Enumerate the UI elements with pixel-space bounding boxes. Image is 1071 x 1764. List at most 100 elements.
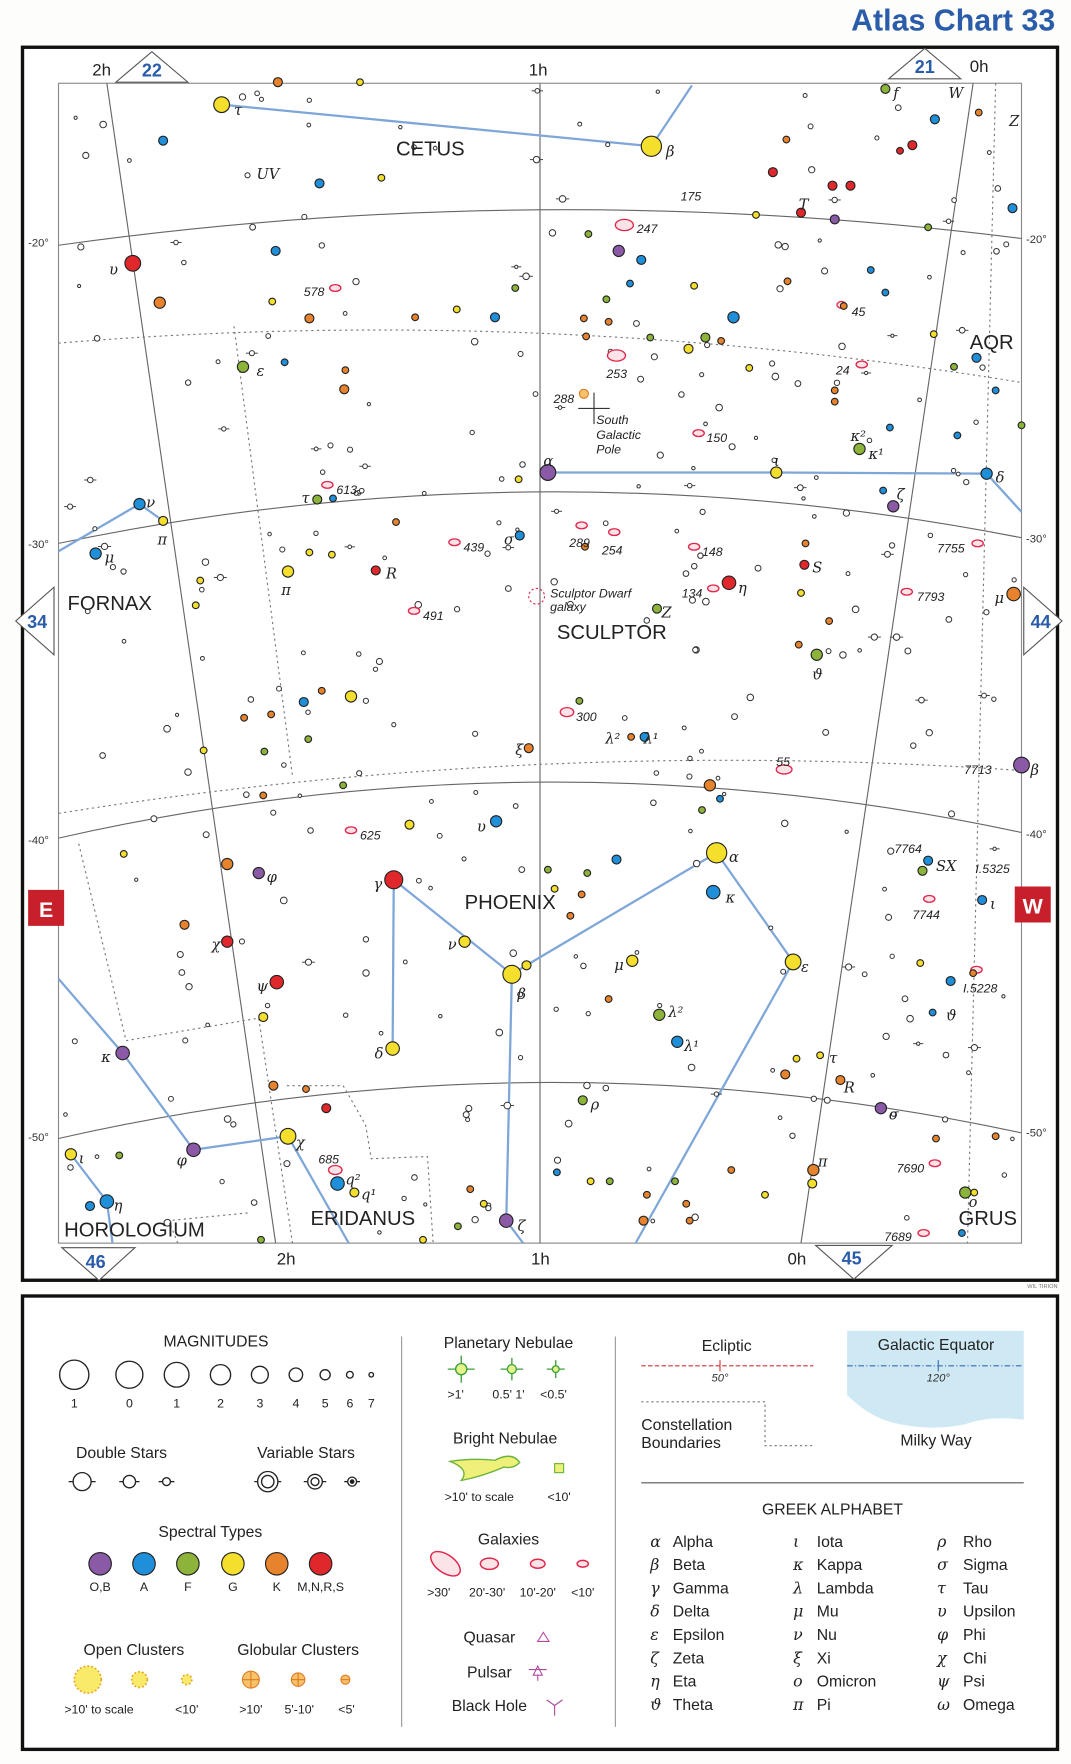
greek-letter-name: Psi	[963, 1674, 985, 1691]
star	[305, 548, 314, 557]
faint-star	[715, 775, 721, 781]
faint-star	[243, 791, 250, 798]
faint-star	[377, 1230, 382, 1235]
star	[780, 1069, 791, 1080]
double-star-symbols	[68, 1471, 175, 1492]
faint-star	[327, 442, 334, 449]
faint-star	[342, 1012, 349, 1018]
faint-star	[810, 1095, 818, 1102]
west-marker	[1014, 886, 1051, 923]
magnitude-circle	[115, 1360, 144, 1389]
faint-star	[927, 274, 932, 280]
greek-letter-name: Zeta	[673, 1650, 705, 1667]
faint-star	[230, 1121, 237, 1128]
star	[240, 713, 249, 722]
west-label: W	[1023, 895, 1044, 919]
star-label: χ	[295, 1135, 306, 1152]
east-marker	[28, 889, 65, 926]
star	[115, 1045, 130, 1061]
faint-star	[471, 1215, 479, 1224]
chart-ref-21-link[interactable]: 21	[887, 47, 963, 80]
greek-letter-name: Rho	[963, 1534, 992, 1551]
faint-star	[484, 550, 491, 557]
faint-star	[245, 350, 258, 357]
magnitude-circle	[368, 1371, 375, 1378]
object-label: Sculptor Dwarf	[550, 586, 633, 600]
star-label: μ	[995, 590, 1005, 607]
star	[267, 710, 276, 719]
faint-star	[769, 360, 776, 367]
star	[807, 1178, 818, 1189]
faint-star	[822, 728, 830, 736]
faint-star	[223, 1115, 232, 1123]
faint-star	[258, 96, 265, 102]
faint-star	[993, 247, 1000, 255]
star	[552, 1168, 561, 1177]
star	[839, 302, 848, 310]
greek-letter-name: Pi	[817, 1697, 831, 1714]
faint-star	[401, 1195, 407, 1202]
faint-star	[517, 350, 524, 357]
constellation-horologium: HOROLOGIUM	[64, 1219, 205, 1241]
star	[929, 330, 938, 339]
planetary-nebula-label: >1'	[447, 1387, 463, 1401]
faint-star	[768, 925, 774, 931]
greek-letter-name: Xi	[817, 1650, 831, 1667]
dec-label-right-minus30: -30°	[1026, 533, 1047, 545]
galaxy-marker	[917, 1228, 930, 1238]
greek-letter-symbol: ρ	[936, 1532, 947, 1551]
faint-star	[531, 88, 543, 94]
star	[957, 1229, 966, 1237]
spectral-type-swatch	[176, 1551, 200, 1576]
star	[945, 975, 956, 987]
object-label: 288	[553, 392, 575, 406]
greek-letter-symbol: σ	[937, 1555, 949, 1574]
star-label: λ²	[667, 1004, 683, 1021]
star	[586, 1177, 595, 1186]
constellation-boundaries	[58, 83, 1022, 1244]
star-label: π	[157, 532, 168, 549]
faint-star	[77, 283, 82, 289]
star	[611, 854, 622, 865]
star	[698, 806, 706, 814]
star-label: γ	[374, 876, 383, 893]
chart-ref-34-link[interactable]: 34	[14, 586, 55, 656]
chart-ref-44-link[interactable]: 44	[1023, 586, 1063, 656]
star	[767, 167, 778, 178]
star-label: π	[280, 582, 291, 599]
faint-star	[283, 1160, 291, 1168]
faint-star	[472, 730, 479, 737]
star	[794, 640, 803, 649]
star	[191, 601, 200, 610]
greek-letter-name: Alpha	[673, 1534, 714, 1551]
greek-letter-name: Lambda	[817, 1580, 874, 1597]
faint-star	[485, 1204, 492, 1212]
star	[259, 791, 268, 800]
faint-star	[602, 1084, 610, 1092]
star-label: κ	[725, 889, 736, 906]
faint-star	[1010, 1136, 1015, 1142]
star-label: T	[799, 196, 810, 213]
faint-star	[901, 995, 909, 1003]
chart-ref-45-link[interactable]: 45	[814, 1244, 894, 1280]
star-label: δ	[375, 1046, 384, 1063]
star	[344, 690, 358, 703]
star	[885, 423, 894, 432]
faint-star	[794, 380, 802, 387]
chart-ref-46-link[interactable]: 46	[60, 1247, 137, 1282]
chart-ref-22-link[interactable]: 22	[114, 51, 190, 83]
faint-star	[945, 616, 953, 623]
faint-star	[646, 1166, 652, 1172]
star	[479, 1199, 488, 1208]
faint-star	[777, 1115, 783, 1121]
faint-star	[851, 605, 860, 614]
faint-star	[356, 770, 363, 777]
south-galactic-pole-marker	[578, 392, 610, 425]
star	[727, 1166, 736, 1174]
faint-star	[966, 1070, 971, 1076]
legend-globular-clusters-title: Globular Clusters	[237, 1642, 359, 1659]
faint-star	[947, 810, 956, 818]
faint-star	[307, 827, 314, 834]
star	[158, 515, 169, 526]
